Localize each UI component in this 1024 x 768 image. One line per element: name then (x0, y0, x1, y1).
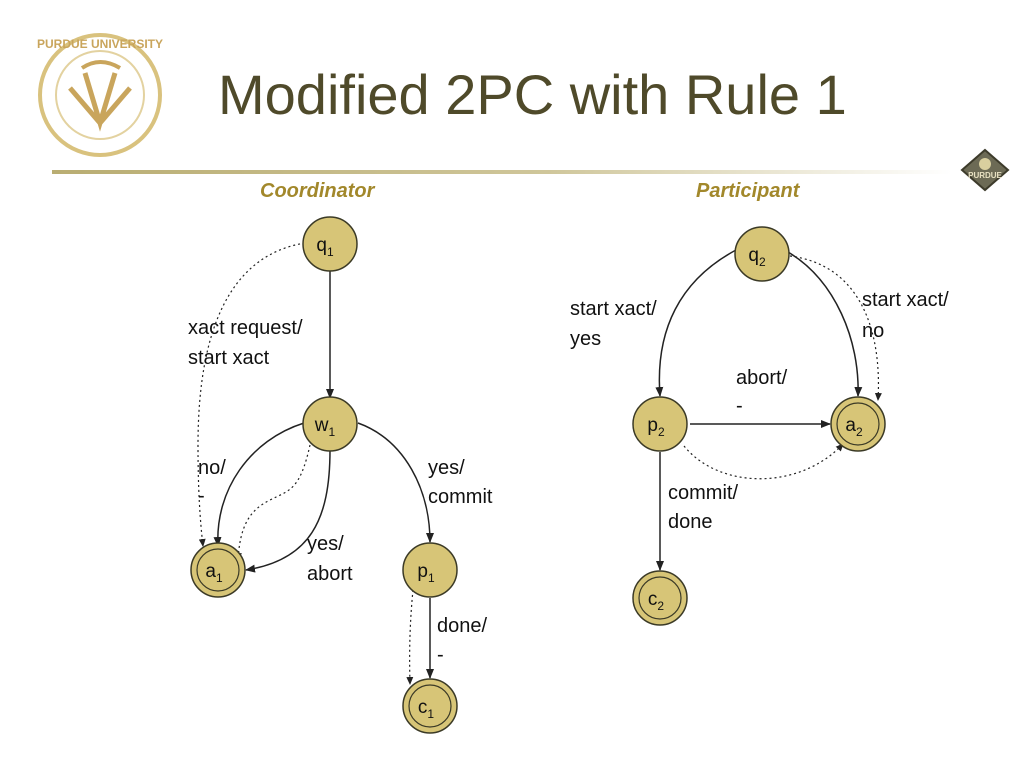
edge-p1-c1-dotted (406, 589, 414, 685)
purdue-corner-logo: PURDUE (960, 148, 1010, 192)
edge-p2-a2-dotted (683, 443, 844, 480)
label-w1-a1-no: no/ - (198, 457, 226, 507)
label-q2-a2: start xact/ no (862, 289, 949, 342)
svg-text:yes/: yes/ (307, 533, 344, 555)
label-q2-p2: start xact/ yes (570, 298, 657, 350)
coordinator-edges (197, 242, 434, 685)
svg-text:p2: p2 (647, 415, 665, 439)
edge-q2-a2-dotted (789, 255, 882, 401)
svg-text:commit/: commit/ (668, 482, 738, 504)
svg-text:q1: q1 (316, 235, 334, 259)
label-p2-a2: abort/ - (736, 367, 788, 417)
edge-w1-a1-dotted (234, 444, 311, 561)
svg-text:-: - (198, 485, 205, 507)
edge-w1-p1 (357, 422, 434, 543)
svg-text:done/: done/ (437, 615, 487, 637)
svg-text:abort/: abort/ (736, 367, 788, 389)
participant-label: Participant (696, 180, 800, 202)
svg-text:start xact: start xact (188, 347, 270, 369)
svg-text:abort: abort (307, 563, 353, 585)
svg-text:a2: a2 (845, 415, 863, 439)
state-q1: q1 (302, 216, 358, 272)
title-divider (52, 170, 952, 174)
svg-text:xact request/: xact request/ (188, 317, 303, 339)
svg-text:p1: p1 (417, 561, 435, 585)
svg-text:PURDUE: PURDUE (968, 171, 1002, 180)
participant-edges (655, 249, 882, 571)
edge-q2-a2 (787, 251, 863, 397)
svg-text:q2: q2 (748, 245, 766, 269)
label-w1-a1-yes: yes/ abort (307, 533, 353, 585)
state-a1-final: a1 (190, 542, 246, 598)
svg-text:-: - (437, 644, 444, 666)
label-p2-c2: commit/ done (668, 482, 738, 533)
edge-q2-p2 (655, 249, 737, 397)
edge-q1-a1-dotted (197, 242, 306, 547)
svg-text:PURDUE UNIVERSITY: PURDUE UNIVERSITY (37, 37, 163, 51)
state-c2-final: c2 (632, 570, 688, 626)
purdue-seal-logo: PURDUE UNIVERSITY (37, 33, 163, 157)
svg-text:yes/: yes/ (428, 457, 465, 479)
edge-w1-a1-no (213, 422, 305, 547)
svg-text:start xact/: start xact/ (862, 289, 949, 311)
svg-text:c2: c2 (648, 589, 665, 613)
label-p1-c1: done/ - (437, 615, 487, 666)
state-p2: p2 (632, 396, 688, 452)
svg-text:-: - (736, 395, 743, 417)
svg-text:no/: no/ (198, 457, 226, 479)
svg-text:a1: a1 (205, 561, 223, 585)
svg-text:no: no (862, 320, 884, 342)
svg-text:done: done (668, 511, 713, 533)
svg-text:yes: yes (570, 328, 601, 350)
svg-text:c1: c1 (418, 697, 435, 721)
label-q1-w1: xact request/ start xact (188, 317, 303, 369)
state-w1: w1 (302, 396, 358, 452)
coordinator-label: Coordinator (260, 180, 375, 202)
state-a2-final: a2 (830, 396, 886, 452)
state-c1-final: c1 (402, 678, 458, 734)
edge-w1-a1-yes (245, 449, 331, 573)
slide-title: Modified 2PC with Rule 1 (218, 63, 847, 126)
svg-text:w1: w1 (314, 415, 336, 439)
svg-text:commit: commit (428, 486, 493, 508)
state-p1: p1 (402, 542, 458, 598)
state-q2: q2 (734, 226, 790, 282)
svg-text:start xact/: start xact/ (570, 298, 657, 320)
label-w1-p1: yes/ commit (428, 457, 493, 508)
